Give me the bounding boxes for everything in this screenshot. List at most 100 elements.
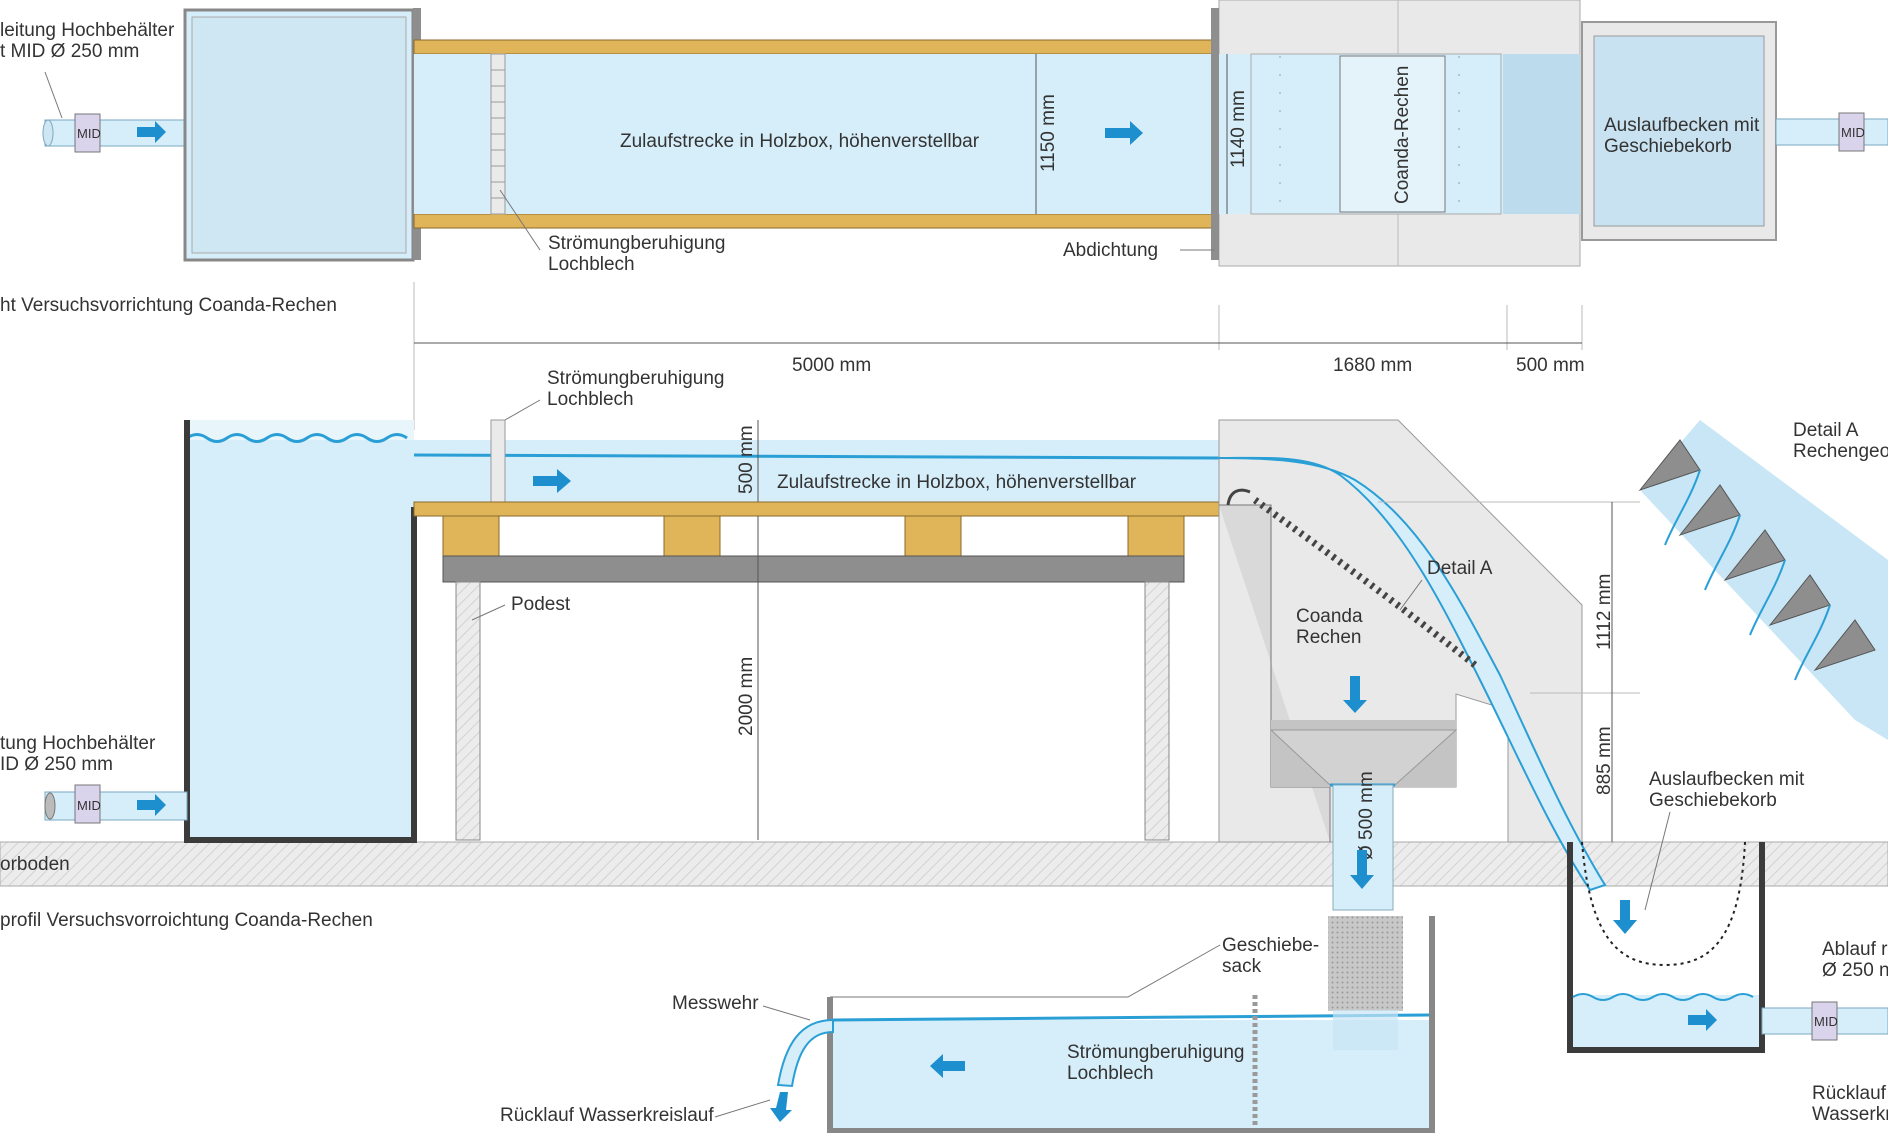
detail-title: Detail A	[1793, 420, 1859, 441]
leader-line	[44, 71, 63, 119]
mid-label-top-outlet: MID	[1841, 125, 1865, 140]
leader-line	[1399, 579, 1423, 611]
inlet-label-side-2: ID Ø 250 mm	[0, 754, 113, 775]
flow-calm-label-side-2: Lochblech	[547, 389, 634, 410]
flow-arrow-icon	[770, 1092, 792, 1122]
mid-meter-top-outlet	[1838, 112, 1865, 152]
drain-label-2: Ø 250 n	[1822, 960, 1888, 981]
leader-line	[830, 944, 1221, 998]
wood-rail-bottom	[413, 213, 1220, 229]
leader-line	[1644, 811, 1671, 911]
channel-label-side: Zulaufstrecke in Holzbox, höhenverstellb…	[777, 472, 1137, 493]
flow-arrow-icon	[137, 121, 166, 143]
inlet-label-top-2: t MID Ø 250 mm	[0, 41, 139, 62]
detail-title-2: Rechengeo	[1793, 441, 1888, 462]
dim-500: 500 mm	[1516, 355, 1585, 376]
mid-label-side-inlet: MID	[77, 798, 101, 813]
flow-arrow-icon	[1105, 121, 1143, 145]
sediment-bag-label-2: sack	[1222, 956, 1262, 977]
inlet-pipe-side	[44, 791, 188, 821]
height-1112-label: 1112 mm	[1594, 574, 1615, 650]
steel-beam	[442, 555, 1185, 583]
flow-arrow-icon	[533, 469, 571, 493]
sediment-bag	[1328, 916, 1403, 1011]
outlet-pipe-top	[1775, 118, 1888, 146]
flow-arrow-icon	[1350, 850, 1374, 889]
wood-rail-top	[413, 39, 1220, 55]
inlet-channel-top	[414, 54, 1219, 214]
height-500-label: 500 mm	[736, 425, 757, 494]
wood-block	[442, 515, 500, 557]
screen-bar	[1678, 484, 1741, 537]
podest-leg	[1144, 581, 1170, 841]
sediment-basket	[1581, 841, 1746, 967]
flow-arrow-icon	[930, 1054, 965, 1078]
outlet-label-top-2: Geschiebekorb	[1604, 136, 1732, 157]
screen-bar	[1723, 529, 1786, 582]
wood-block	[663, 515, 721, 557]
mid-label-drain: MID	[1814, 1014, 1838, 1029]
leader-line	[762, 1005, 811, 1021]
return-tank	[827, 916, 1435, 1133]
return-label-2b: Wasserkr	[1812, 1104, 1888, 1125]
drain-label: Ablauf r	[1822, 939, 1888, 960]
outlet-label-top: Auslaufbecken mit	[1604, 115, 1760, 136]
weir-label: Messwehr	[672, 993, 759, 1014]
perforated-plate-side	[490, 419, 506, 503]
height-885-label: 885 mm	[1594, 726, 1615, 795]
tank-calm-label-2: Lochblech	[1067, 1063, 1154, 1084]
weir-jet	[776, 1018, 834, 1088]
flow-arrow-icon	[1613, 900, 1637, 934]
leader-line	[714, 1099, 771, 1118]
screen-bar	[1813, 619, 1876, 672]
outlet-basin-label-2: Geschiebekorb	[1649, 790, 1777, 811]
down-pipe	[1332, 784, 1394, 911]
header-tank-side	[187, 440, 414, 840]
floor-slab	[0, 841, 1888, 887]
wood-block	[1127, 515, 1185, 557]
podest-label: Podest	[511, 594, 571, 615]
flow-calm-label-side: Strömungberuhigung	[547, 368, 724, 389]
outlet-basin-label: Auslaufbecken mit	[1649, 769, 1805, 790]
water-jet	[1218, 456, 1607, 892]
return-label-2: Rücklauf	[1812, 1083, 1887, 1104]
screen-bar	[1768, 574, 1831, 627]
coanda-label-side-2: Rechen	[1296, 627, 1362, 648]
dim-5000: 5000 mm	[792, 355, 871, 376]
screen-bar	[1638, 439, 1701, 492]
top-view: MID leitung Hochbehälter t MID Ø 250 mm …	[0, 0, 1888, 316]
leader-line	[471, 604, 506, 621]
return-loop-label: Rücklauf Wasserkreislauf	[500, 1105, 714, 1126]
side-view: orboden MID tung Hochbehälter ID Ø 250 m…	[0, 368, 1888, 1133]
detail-a-label: Detail A	[1427, 558, 1493, 579]
mid-label-top-inlet: MID	[77, 126, 101, 141]
wood-block	[904, 515, 962, 557]
coanda-label-top: Coanda-Rechen	[1392, 66, 1413, 204]
flow-arrow-icon	[1343, 676, 1367, 713]
mid-meter-side-inlet	[74, 784, 101, 824]
inlet-label-side: tung Hochbehälter	[0, 733, 156, 754]
channel-label-top: Zulaufstrecke in Holzbox, höhenverstellb…	[620, 131, 980, 152]
tank-wall	[184, 420, 417, 843]
coanda-label-side: Coanda	[1296, 606, 1363, 627]
sealing-label: Abdichtung	[1063, 240, 1158, 261]
side-view-caption: profil Versuchsvorroichtung Coanda-Reche…	[0, 910, 373, 931]
top-view-caption: ht Versuchsvorrichtung Coanda-Rechen	[0, 295, 337, 316]
flow-calm-label-top: Strömungberuhigung	[548, 233, 725, 254]
leader-line	[504, 399, 541, 421]
detail-a: Detail A Rechengeo	[1638, 420, 1888, 740]
wood-deck	[413, 501, 1220, 517]
podest-leg	[455, 581, 481, 841]
outlet-basin-side	[1567, 842, 1765, 1053]
inlet-channel-side	[414, 440, 1219, 502]
dim-1680: 1680 mm	[1333, 355, 1412, 376]
width-1150-label: 1150 mm	[1038, 94, 1059, 172]
flow-arrow-icon	[137, 794, 166, 816]
sediment-bag-label: Geschiebe-	[1222, 935, 1319, 956]
mid-meter-top-inlet	[74, 113, 101, 153]
coanda-screen-top	[1339, 55, 1446, 213]
flow-calm-label-top-2: Lochblech	[548, 254, 635, 275]
flow-arrow-icon	[1688, 1009, 1717, 1031]
mid-meter-drain	[1811, 1001, 1838, 1041]
